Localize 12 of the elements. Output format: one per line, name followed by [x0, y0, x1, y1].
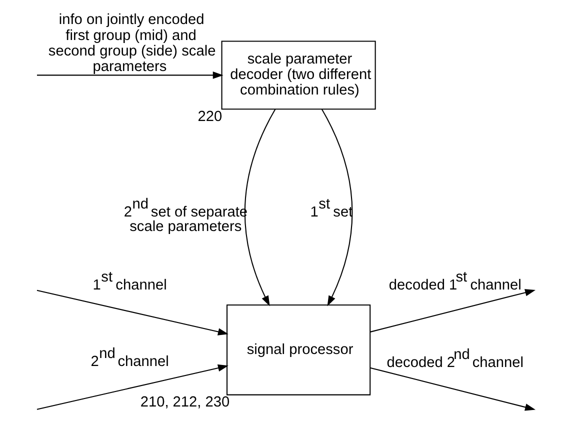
edge-label: info on jointly encoded first group (mid) and second group (side) scale parameters	[48, 12, 216, 76]
arrow	[36, 72, 224, 79]
node-box: signal processor	[226, 304, 371, 396]
node-box: scale parameter decoder (two different combination rules)	[221, 40, 376, 110]
node-label: 210, 212, 230	[140, 394, 230, 410]
arrow	[244, 109, 276, 306]
arrow	[36, 364, 228, 410]
arrow	[370, 367, 536, 411]
arrow	[36, 290, 228, 336]
node-label: 220	[198, 108, 222, 125]
arrow	[321, 109, 353, 306]
arrow	[370, 289, 536, 332]
